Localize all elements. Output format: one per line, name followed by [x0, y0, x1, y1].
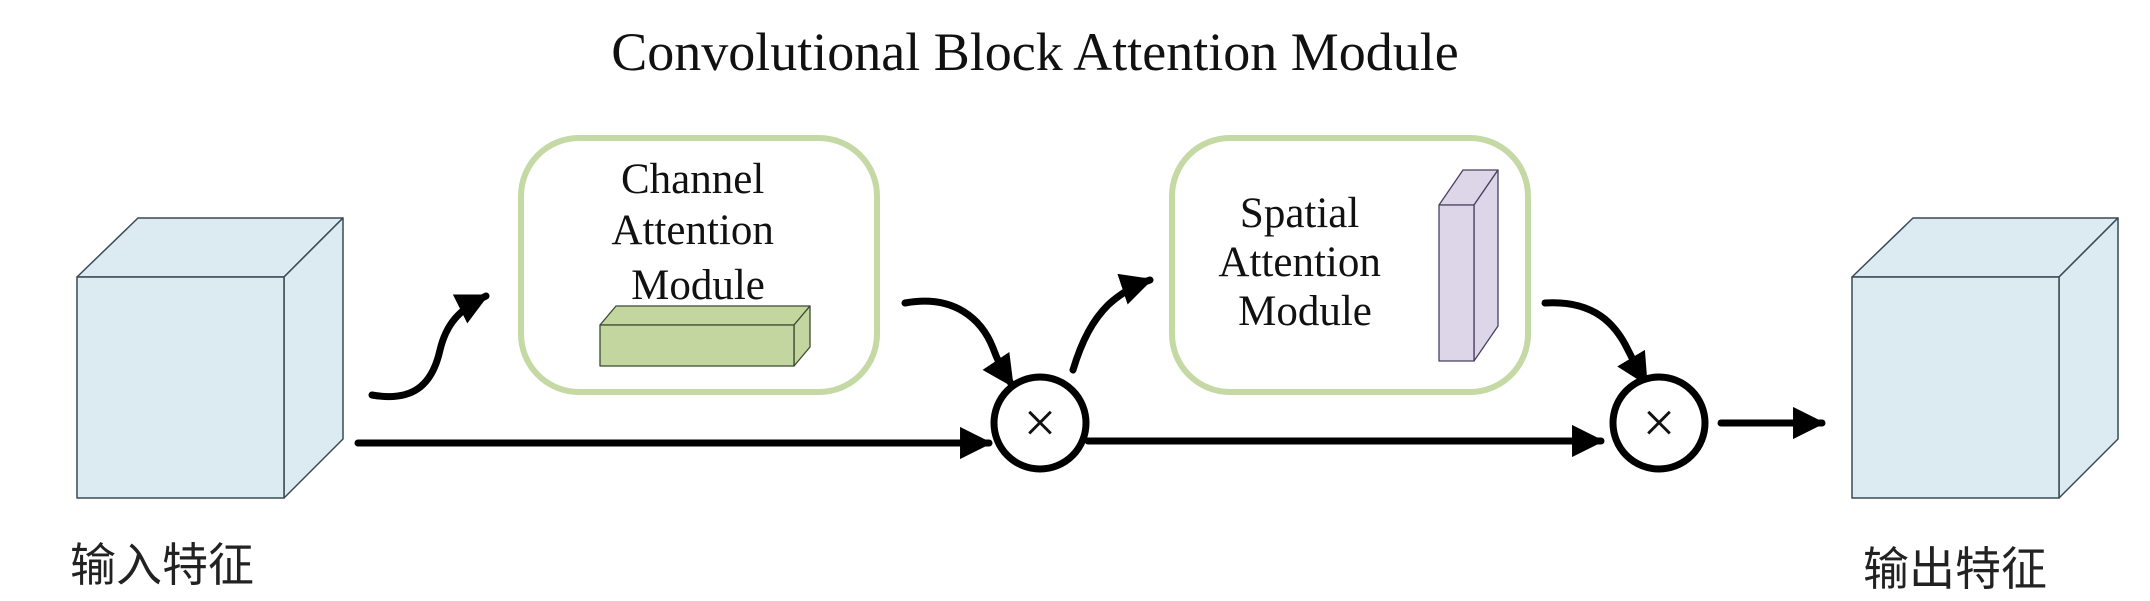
- multiply-node-2: ×: [1609, 373, 1709, 473]
- output-cube-front: [1851, 276, 2060, 499]
- channel-label-line-1: Channel: [621, 156, 764, 203]
- spatial-label-line-3: Module: [1238, 288, 1372, 335]
- spatial-label-line-1: Spatial: [1240, 190, 1359, 237]
- output-feature-label: 输出特征: [1863, 542, 2047, 596]
- spatial-to-multiply-arrow: [1541, 299, 1650, 387]
- multiply-node-1: ×: [990, 373, 1090, 473]
- channel-label-line-3: Module: [631, 262, 765, 309]
- multiply-to-spatial-arrow: [1069, 273, 1154, 374]
- input-to-channel-arrow: [368, 292, 490, 401]
- input-feature-label: 输入特征: [70, 538, 254, 592]
- output-feature-cube: [1851, 217, 2119, 499]
- input-feature-cube: [76, 217, 344, 499]
- diagram-title: Convolutional Block Attention Module: [611, 22, 1458, 82]
- channel-attention-module-label: Channel Attention Module: [611, 156, 784, 309]
- channel-attention-bar: [599, 305, 811, 367]
- channel-to-multiply-arrow: [901, 297, 1016, 389]
- channel-label-line-2: Attention: [611, 207, 773, 254]
- input-cube-front: [76, 276, 285, 499]
- multiply-symbol-2: ×: [1643, 390, 1676, 455]
- spatial-attention-bar: [1438, 169, 1499, 362]
- multiply-symbol-1: ×: [1024, 390, 1057, 455]
- spatial-label-line-2: Attention: [1218, 239, 1380, 286]
- spatial-attention-module-label: Spatial Attention Module: [1218, 190, 1391, 335]
